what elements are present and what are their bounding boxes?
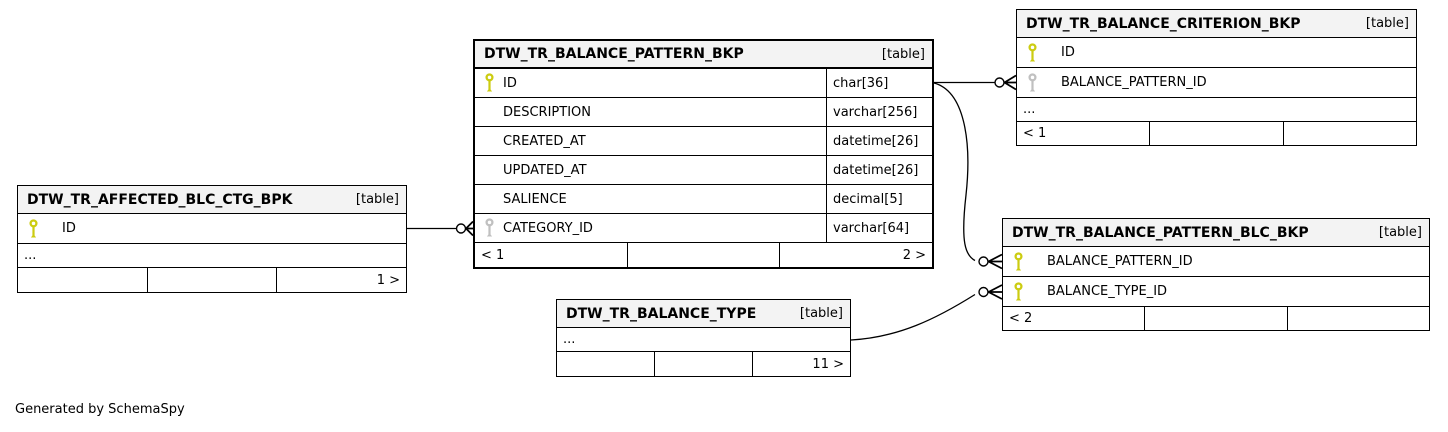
table-balance-pattern-blc-bkp[interactable]: DTW_TR_BALANCE_PATTERN_BLC_BKP [table] B…	[1002, 218, 1430, 331]
table-balance-pattern-bkp[interactable]: DTW_TR_BALANCE_PATTERN_BKP [table] ID ch…	[473, 39, 934, 269]
column-name: CREATED_AT	[503, 133, 586, 149]
table-header[interactable]: DTW_TR_BALANCE_CRITERION_BKP [table]	[1017, 10, 1416, 38]
footer-children-count	[1284, 122, 1416, 145]
table-header[interactable]: DTW_TR_BALANCE_PATTERN_BKP [table]	[475, 41, 932, 69]
footer-parents-count	[557, 352, 655, 376]
column-row: CATEGORY_ID varchar[64]	[475, 214, 932, 243]
footer-parents-count	[18, 268, 148, 292]
column-name: BALANCE_PATTERN_ID	[1047, 254, 1193, 269]
more-columns-ellipsis: ...	[1017, 98, 1416, 122]
table-header[interactable]: DTW_TR_BALANCE_TYPE [table]	[557, 300, 850, 328]
table-header[interactable]: DTW_TR_BALANCE_PATTERN_BLC_BKP [table]	[1003, 219, 1429, 247]
primary-key-icon	[1014, 281, 1047, 302]
column-row: ID	[1017, 38, 1416, 68]
column-name: ID	[62, 221, 76, 236]
table-footer: < 1 2 >	[475, 243, 932, 267]
table-badge: [table]	[799, 306, 843, 321]
column-row: BALANCE_PATTERN_ID	[1003, 247, 1429, 277]
column-type: char[36]	[826, 69, 932, 97]
table-header[interactable]: DTW_TR_AFFECTED_BLC_CTG_BPK [table]	[18, 186, 406, 214]
footer-middle-cell	[655, 352, 753, 376]
column-name: DESCRIPTION	[503, 104, 591, 120]
column-row: SALIENCE decimal[5]	[475, 185, 932, 214]
column-name: BALANCE_PATTERN_ID	[1061, 75, 1207, 90]
column-row: BALANCE_TYPE_ID	[1003, 277, 1429, 307]
table-badge: [table]	[881, 46, 925, 62]
table-badge: [table]	[355, 192, 399, 207]
column-type: datetime[26]	[826, 127, 932, 155]
table-badge: [table]	[1378, 225, 1422, 240]
table-footer: < 2	[1003, 307, 1429, 330]
column-type: decimal[5]	[826, 185, 932, 213]
table-title: DTW_TR_BALANCE_CRITERION_BKP	[1026, 15, 1301, 32]
table-title: DTW_TR_BALANCE_PATTERN_BKP	[484, 46, 744, 62]
column-type: varchar[256]	[826, 98, 932, 126]
foreign-key-icon	[1028, 72, 1061, 93]
column-name: SALIENCE	[503, 191, 567, 207]
footer-children-count: 2 >	[902, 247, 927, 263]
column-row: UPDATED_AT datetime[26]	[475, 156, 932, 185]
column-name: BALANCE_TYPE_ID	[1047, 284, 1168, 299]
table-footer: 1 >	[18, 268, 406, 292]
primary-key-icon	[1028, 42, 1061, 63]
table-title: DTW_TR_BALANCE_TYPE	[566, 305, 757, 322]
table-badge: [table]	[1365, 16, 1409, 31]
column-type: varchar[64]	[826, 214, 932, 242]
footer-middle-cell	[628, 243, 781, 267]
schemaspy-attribution: Generated by SchemaSpy	[15, 402, 185, 417]
column-row: DESCRIPTION varchar[256]	[475, 98, 932, 127]
table-balance-criterion-bkp[interactable]: DTW_TR_BALANCE_CRITERION_BKP [table] ID …	[1016, 9, 1417, 146]
column-row: BALANCE_PATTERN_ID	[1017, 68, 1416, 98]
table-footer: < 1	[1017, 122, 1416, 145]
fk-connector-criterion-balance-pattern-id	[934, 74, 1017, 91]
column-name: ID	[503, 75, 517, 91]
column-row: CREATED_AT datetime[26]	[475, 127, 932, 156]
table-balance-type[interactable]: DTW_TR_BALANCE_TYPE [table] ... 11 >	[556, 299, 851, 377]
footer-children-count	[1288, 307, 1429, 330]
footer-middle-cell	[1150, 122, 1284, 145]
primary-key-icon	[1014, 251, 1047, 272]
table-title: DTW_TR_AFFECTED_BLC_CTG_BPK	[27, 191, 293, 208]
column-name: CATEGORY_ID	[503, 220, 593, 236]
table-affected-blc-ctg-bpk[interactable]: DTW_TR_AFFECTED_BLC_CTG_BPK [table] ID .…	[17, 185, 407, 293]
fk-connector-blc-balance-type-id	[850, 284, 1003, 341]
foreign-key-icon	[485, 218, 503, 238]
footer-parents-count: < 1	[1017, 122, 1151, 145]
table-title: DTW_TR_BALANCE_PATTERN_BLC_BKP	[1012, 224, 1309, 241]
footer-middle-cell	[1145, 307, 1288, 330]
column-name: ID	[1061, 45, 1075, 60]
more-columns-ellipsis: ...	[18, 244, 406, 268]
column-type: datetime[26]	[826, 156, 932, 184]
footer-parents-count: < 1	[475, 243, 628, 267]
primary-key-icon	[29, 218, 62, 239]
footer-children-count: 1 >	[376, 272, 401, 288]
more-columns-ellipsis: ...	[557, 328, 850, 352]
footer-parents-count: < 2	[1003, 307, 1146, 330]
footer-middle-cell	[148, 268, 278, 292]
primary-key-icon	[485, 73, 503, 93]
fk-connector-category-id	[407, 220, 474, 237]
footer-children-count: 11 >	[812, 356, 844, 372]
column-name: UPDATED_AT	[503, 162, 587, 178]
table-footer: 11 >	[557, 352, 850, 376]
column-row: ID char[36]	[475, 69, 932, 98]
column-row: ID	[18, 214, 406, 244]
fk-connector-blc-balance-pattern-id	[933, 82, 1003, 270]
